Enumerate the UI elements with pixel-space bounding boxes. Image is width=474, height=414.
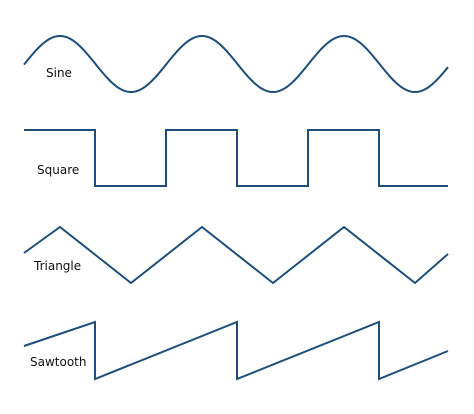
sine-row: Sine	[23, 34, 449, 94]
triangle-label: Triangle	[33, 259, 81, 273]
sawtooth-row: Sawtooth	[23, 320, 449, 381]
sawtooth-wave	[23, 320, 449, 381]
sine-label: Sine	[46, 66, 72, 80]
square-wave	[24, 129, 448, 187]
sawtooth-label: Sawtooth	[30, 355, 86, 369]
sine-wave	[23, 34, 449, 94]
square-row: Square	[24, 129, 448, 187]
triangle-wave	[23, 225, 449, 285]
triangle-row: Triangle	[23, 225, 449, 285]
square-label: Square	[37, 163, 79, 177]
